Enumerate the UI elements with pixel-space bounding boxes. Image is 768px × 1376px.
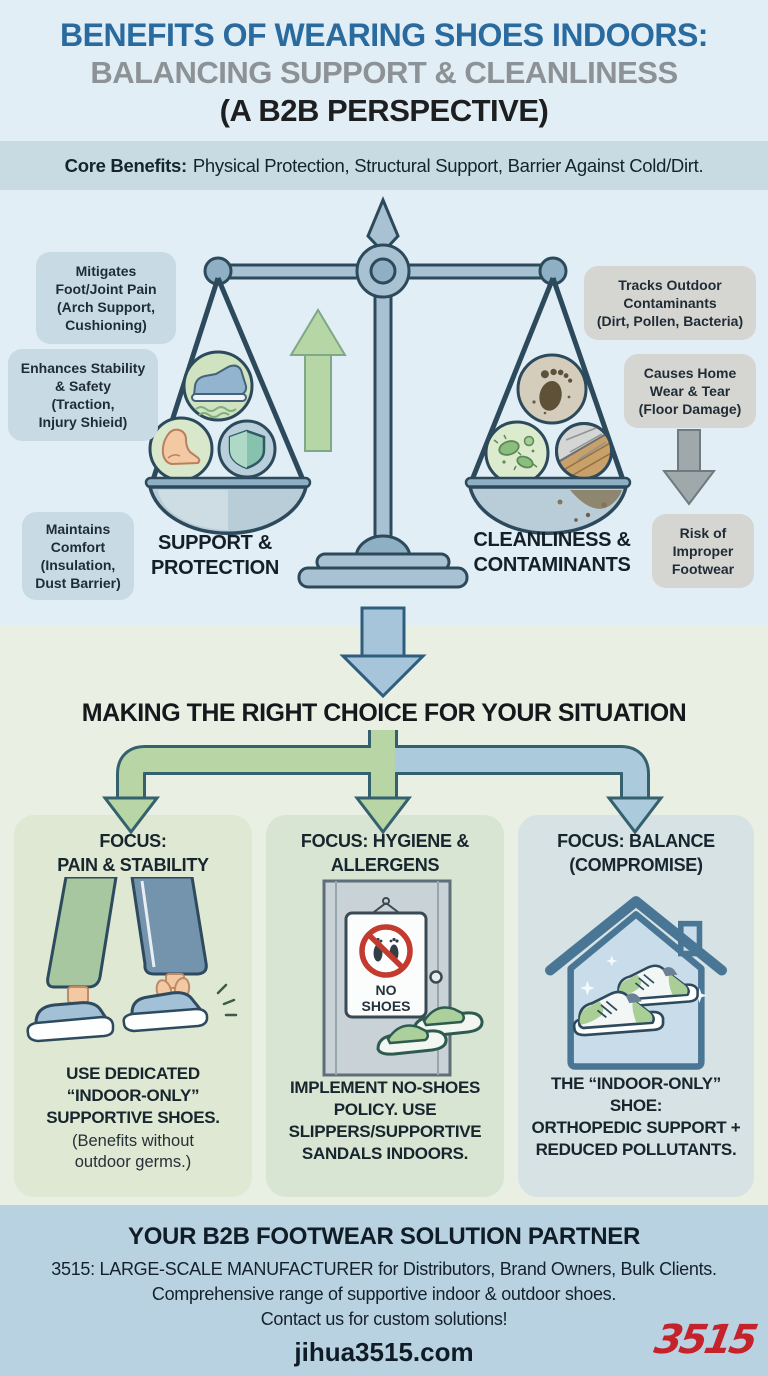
- card-pain-stability: FOCUS: PAIN & STABILITY USE DEDICATED “I…: [14, 815, 252, 1197]
- left-pan-label: SUPPORT & PROTECTION: [150, 532, 280, 579]
- doorknob-icon: [429, 970, 443, 984]
- slippers-icon: [376, 1006, 484, 1056]
- choice-down-arrow-icon: [339, 606, 427, 699]
- up-arrow-icon: [289, 308, 347, 452]
- benefit-bubble-pain: Mitigates Foot/Joint Pain (Arch Support,…: [36, 252, 176, 344]
- risk-bubble-wear: Causes Home Wear & Tear (Floor Damage): [624, 354, 756, 428]
- sign-text-line1: NO: [376, 982, 397, 998]
- footer: YOUR B2B FOOTWEAR SOLUTION PARTNER 3515:…: [0, 1205, 768, 1376]
- card-title: FOCUS: BALANCE (COMPROMISE): [557, 831, 715, 875]
- footprint-icon: [516, 353, 588, 425]
- footer-website: jihua3515.com: [294, 1337, 474, 1367]
- sneaker-icon: [182, 350, 254, 422]
- card-balance-compromise: FOCUS: BALANCE (COMPROMISE): [518, 815, 754, 1197]
- benefit-bubble-stability: Enhances Stability & Safety (Traction, I…: [8, 349, 158, 441]
- card-title: FOCUS: HYGIENE & ALLERGENS: [300, 831, 470, 875]
- footer-line-3: Contact us for custom solutions!: [260, 1309, 508, 1329]
- card-recommendation: THE “INDOOR-ONLY” SHOE: ORTHOPEDIC SUPPO…: [531, 1074, 741, 1159]
- footer-title: YOUR B2B FOOTWEAR SOLUTION PARTNER: [127, 1223, 641, 1250]
- page-subtitle-2: (A B2B PERSPECTIVE): [219, 93, 549, 128]
- card-title: FOCUS: PAIN & STABILITY: [57, 831, 209, 875]
- card-hygiene-allergens: FOCUS: HYGIENE & ALLERGENS NO SHOES: [266, 815, 504, 1197]
- card-note: (Benefits without outdoor germs.): [72, 1132, 194, 1171]
- benefit-bubble-comfort: Maintains Comfort (Insulation, Dust Barr…: [22, 512, 134, 600]
- balance-scale-illustration: [144, 196, 717, 699]
- germs-icon: [484, 420, 550, 486]
- page-title: BENEFITS OF WEARING SHOES INDOORS:: [60, 17, 708, 53]
- footer-line-2: Comprehensive range of supportive indoor…: [151, 1284, 617, 1304]
- choice-section-heading: MAKING THE RIGHT CHOICE FOR YOUR SITUATI…: [81, 699, 687, 727]
- putting-on-shoes-illustration: [26, 877, 238, 1043]
- sign-text-line2: SHOES: [361, 998, 410, 1014]
- foot-icon: [148, 416, 214, 482]
- core-benefits-bar: [0, 141, 768, 190]
- card-recommendation: IMPLEMENT NO-SHOES POLICY. USE SLIPPERS/…: [288, 1078, 482, 1163]
- left-pan: [144, 476, 312, 535]
- house-with-shoes-illustration: [545, 896, 727, 1070]
- no-shoes-sign: NO SHOES: [344, 897, 428, 1019]
- scale-beam: [203, 243, 568, 299]
- risk-bubble-contaminants: Tracks Outdoor Contaminants (Dirt, Polle…: [584, 266, 756, 340]
- indoor-shoes-icon: [572, 964, 699, 1037]
- footer-line-1: 3515: LARGE-SCALE MANUFACTURER for Distr…: [51, 1259, 717, 1279]
- brand-logo: 3515: [650, 1317, 759, 1363]
- floor-damage-icon: [555, 422, 613, 480]
- core-benefits-label: Core Benefits:: [64, 154, 188, 176]
- core-benefits-list: Physical Protection, Structural Support,…: [192, 154, 704, 176]
- page-subtitle: BALANCING SUPPORT & CLEANLINESS: [90, 55, 678, 90]
- motion-lines-icon: [216, 983, 238, 1017]
- sparkle-icon: [580, 955, 707, 1003]
- no-shoes-door-illustration: NO SHOES: [322, 879, 484, 1077]
- shield-icon: [217, 419, 277, 479]
- card-recommendation: USE DEDICATED “INDOOR-ONLY” SUPPORTIVE S…: [46, 1064, 220, 1127]
- footer-background: [0, 1205, 768, 1376]
- risk-bubble-footwear: Risk of Improper Footwear: [652, 514, 754, 588]
- core-benefits-text: Core Benefits: Physical Protection, Stru…: [0, 141, 768, 190]
- right-pan-label: CLEANLINESS & CONTAMINANTS: [473, 529, 631, 576]
- down-arrow-icon: [661, 429, 717, 506]
- right-pan: [464, 476, 632, 535]
